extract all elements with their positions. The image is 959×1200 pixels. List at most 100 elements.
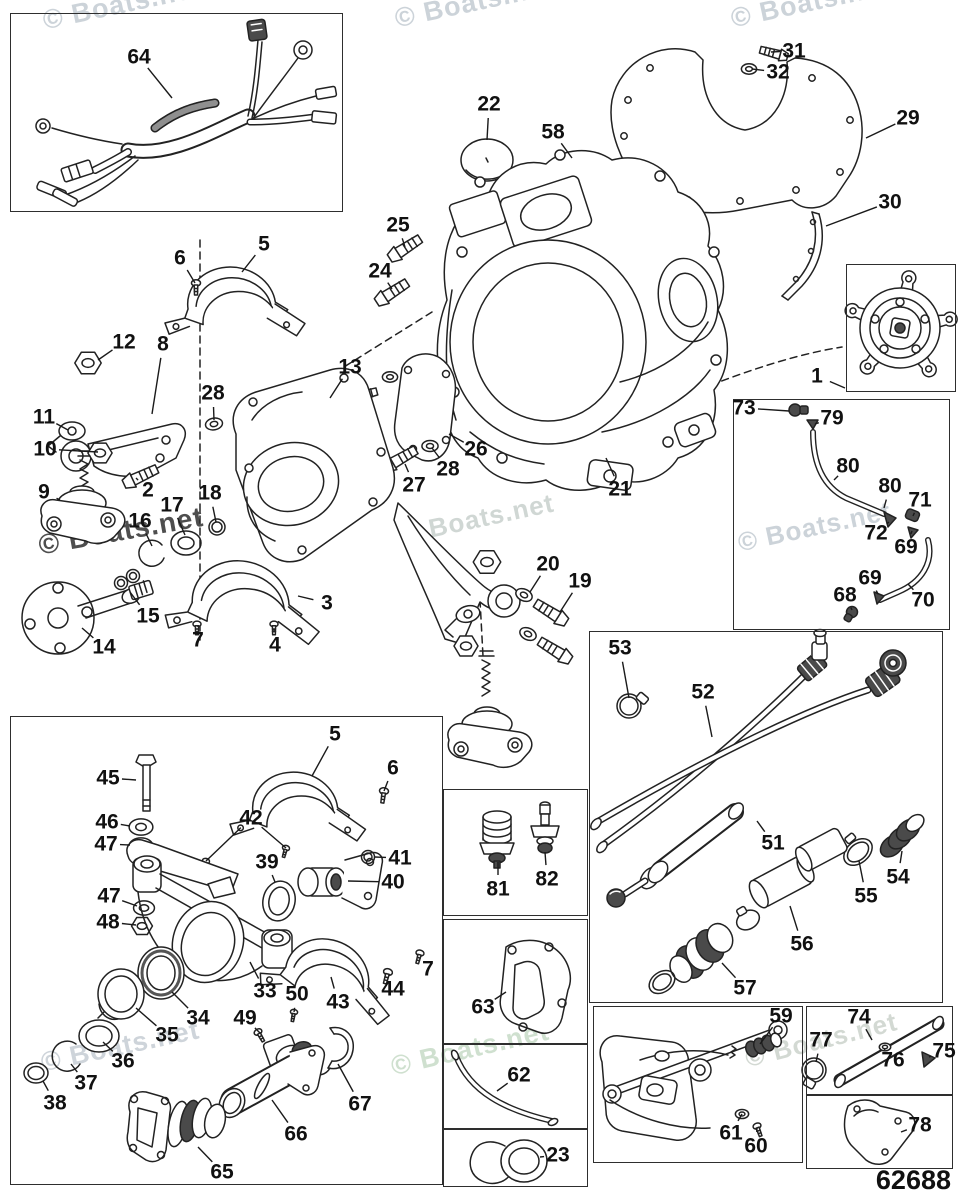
part-45-bolt <box>136 755 156 811</box>
part-callout-65: 65 <box>210 1160 234 1184</box>
part-callout-22: 22 <box>477 92 501 116</box>
part-callout-52: 52 <box>691 680 715 704</box>
part-73-fitting <box>789 404 808 416</box>
leader-line <box>330 379 342 398</box>
part-41-o-ring <box>362 851 375 864</box>
part-callout-42: 42 <box>239 806 263 830</box>
part-1-engine-coupler <box>843 270 959 380</box>
part-18-o-ring <box>209 519 225 535</box>
part-callout-70: 70 <box>911 588 935 612</box>
leader-line <box>432 448 440 458</box>
part-callout-28: 28 <box>436 457 460 481</box>
leader-line <box>402 238 405 247</box>
leader-line <box>929 1056 931 1057</box>
leader-line <box>122 901 137 906</box>
leader-line <box>338 1064 353 1092</box>
leader-line <box>122 779 136 780</box>
leader-line <box>136 1008 156 1026</box>
part-56-tube <box>746 827 849 911</box>
leader-line <box>272 875 275 882</box>
part-callout-21: 21 <box>608 477 632 501</box>
leader-line <box>884 1049 885 1050</box>
part-callout-73: 73 <box>732 396 756 420</box>
part-callout-24: 24 <box>368 259 392 283</box>
leader-line <box>887 522 889 524</box>
part-callout-56: 56 <box>790 932 814 956</box>
part-callout-28: 28 <box>201 381 225 405</box>
leader-line <box>908 584 913 590</box>
panel-exhaust-pipe <box>806 1006 953 1095</box>
leader-line <box>706 706 712 737</box>
part-53-clamp <box>617 692 649 718</box>
part-78-bracket <box>845 1100 915 1164</box>
leader-line <box>758 409 789 411</box>
part-callout-66: 66 <box>284 1122 308 1146</box>
leader-line <box>622 662 629 698</box>
part-callout-14: 14 <box>92 635 116 659</box>
part-callout-44: 44 <box>381 977 405 1001</box>
part-callout-26: 26 <box>464 437 488 461</box>
part-callout-40: 40 <box>381 870 405 894</box>
leader-line <box>487 118 488 140</box>
part-80-hose <box>813 432 884 514</box>
leader-line <box>790 906 798 931</box>
part-callout-15: 15 <box>136 604 160 628</box>
leader-line <box>148 68 172 98</box>
leader-line <box>178 518 185 535</box>
part-callout-54: 54 <box>886 865 910 889</box>
part-callout-72: 72 <box>864 521 888 545</box>
leader-line <box>152 358 161 414</box>
leader-line <box>146 534 152 546</box>
part-callout-38: 38 <box>43 1091 67 1115</box>
part-callout-80: 80 <box>878 474 902 498</box>
part-callout-5: 5 <box>329 722 341 746</box>
leader-line <box>98 350 112 360</box>
leader-line <box>530 576 540 592</box>
part-callout-59: 59 <box>769 1004 793 1028</box>
part-steering-hose-2 <box>589 650 906 832</box>
part-26-gasket <box>395 354 456 461</box>
part-callout-1: 1 <box>811 364 823 388</box>
part-17-seal <box>171 531 201 555</box>
leader-line <box>122 923 136 925</box>
part-callout-82: 82 <box>535 867 559 891</box>
part-callout-3: 3 <box>321 591 333 615</box>
leader-line <box>198 1147 212 1162</box>
leader-line <box>913 513 914 516</box>
leader-line <box>561 143 572 158</box>
part-callout-13: 13 <box>338 355 362 379</box>
leader-line <box>900 851 902 863</box>
part-callout-25: 25 <box>386 213 410 237</box>
leader-line <box>56 424 68 430</box>
part-callout-58: 58 <box>541 120 565 144</box>
leader-line <box>82 628 93 638</box>
leader-line <box>497 1083 508 1091</box>
part-9-engine-mount <box>41 451 125 543</box>
part-63-clamp-plate <box>500 940 570 1033</box>
part-57-bellows <box>645 906 763 998</box>
leader-line <box>384 781 388 791</box>
part-callout-45: 45 <box>96 766 120 790</box>
leader-line <box>206 828 241 861</box>
leader-line <box>43 1081 48 1091</box>
leader-line <box>312 746 328 776</box>
leader-line <box>876 591 878 594</box>
leader-line <box>71 1064 77 1072</box>
part-callout-17: 17 <box>160 493 184 517</box>
part-callout-81: 81 <box>486 877 510 901</box>
part-callout-32: 32 <box>766 60 790 84</box>
leader-line <box>262 827 286 848</box>
panel-wiring-harness <box>10 13 343 212</box>
part-74-pipe <box>833 1015 946 1090</box>
part-callout-33: 33 <box>253 979 277 1003</box>
part-callout-18: 18 <box>198 481 222 505</box>
part-62-hose <box>450 1049 559 1127</box>
part-callout-41: 41 <box>388 846 412 870</box>
part-75-fitting <box>922 1052 935 1067</box>
part-callout-74: 74 <box>847 1005 871 1029</box>
part-13-adapter-plate <box>233 368 394 561</box>
part-callout-43: 43 <box>326 990 350 1014</box>
part-35-sleeve <box>98 969 144 1019</box>
part-callout-79: 79 <box>820 406 844 430</box>
